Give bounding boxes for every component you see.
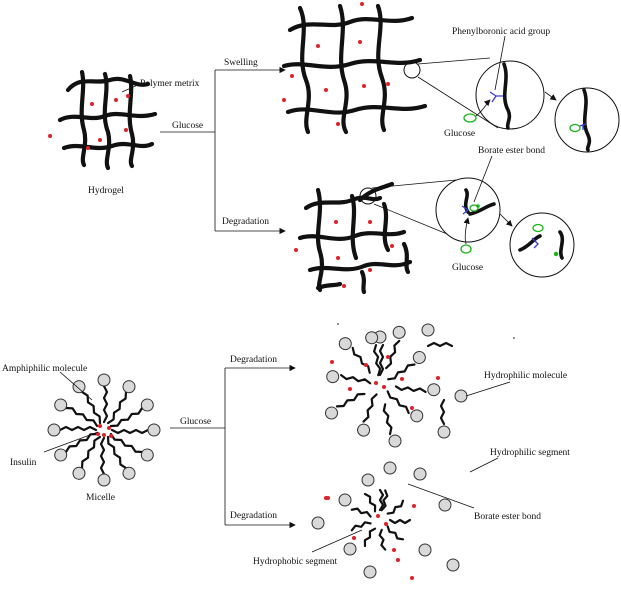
glucose-label-top: Glucose <box>444 129 475 139</box>
zoom-circle-bound <box>554 87 620 153</box>
hydrophilic-molecule-label: Hydrophilic molecule <box>484 371 567 381</box>
swollen-network <box>281 2 428 135</box>
hydrophobic-segment-label: Hydrophobic segment <box>253 557 338 567</box>
glucose-label-mid: Glucose <box>452 263 483 273</box>
degraded-network <box>294 181 413 295</box>
zoom-circle-boronic <box>475 60 545 130</box>
degradation-label-micelle-2: Degradation <box>230 511 277 521</box>
zoom-marker-swollen <box>403 61 421 79</box>
polymer-matrix-label: Polymer metrix <box>140 79 200 89</box>
insulin-label: Insulin <box>10 458 37 468</box>
borate-label-top: Borate ester bond <box>478 146 545 156</box>
hydrogel-label: Hydrogel <box>88 186 124 196</box>
glucose-molecule-mid <box>460 244 472 254</box>
degradation-label-micelle-1: Degradation <box>230 355 277 365</box>
swelling-label: Swelling <box>224 58 258 68</box>
phenylboronic-label: Phenylboronic acid group <box>452 27 550 37</box>
broken-micelle <box>326 488 416 552</box>
micelle-label: Micelle <box>86 493 115 503</box>
glucose-label-hydrogel: Glucose <box>172 121 203 131</box>
hydrophilic-segment-label: Hydrophilic segment <box>490 448 570 458</box>
borate-label-bottom: Borate ester bond <box>474 512 541 522</box>
glucose-molecule-top <box>463 113 477 123</box>
hydrogel-network <box>48 69 158 171</box>
free-hydrophilic-molecules <box>330 323 468 439</box>
micelle <box>46 373 162 488</box>
zoom-circle-released <box>509 212 575 278</box>
dissociated-micelle <box>322 323 442 450</box>
degradation-label-hydrogel: Degradation <box>222 217 269 227</box>
zoom-marker-degraded <box>359 187 377 205</box>
zoom-circle-ester <box>435 177 501 243</box>
glucose-label-micelle: Glucose <box>180 417 211 427</box>
amphiphilic-label: Amphiphilic molecule <box>2 364 87 374</box>
free-segment-heads <box>311 461 460 580</box>
